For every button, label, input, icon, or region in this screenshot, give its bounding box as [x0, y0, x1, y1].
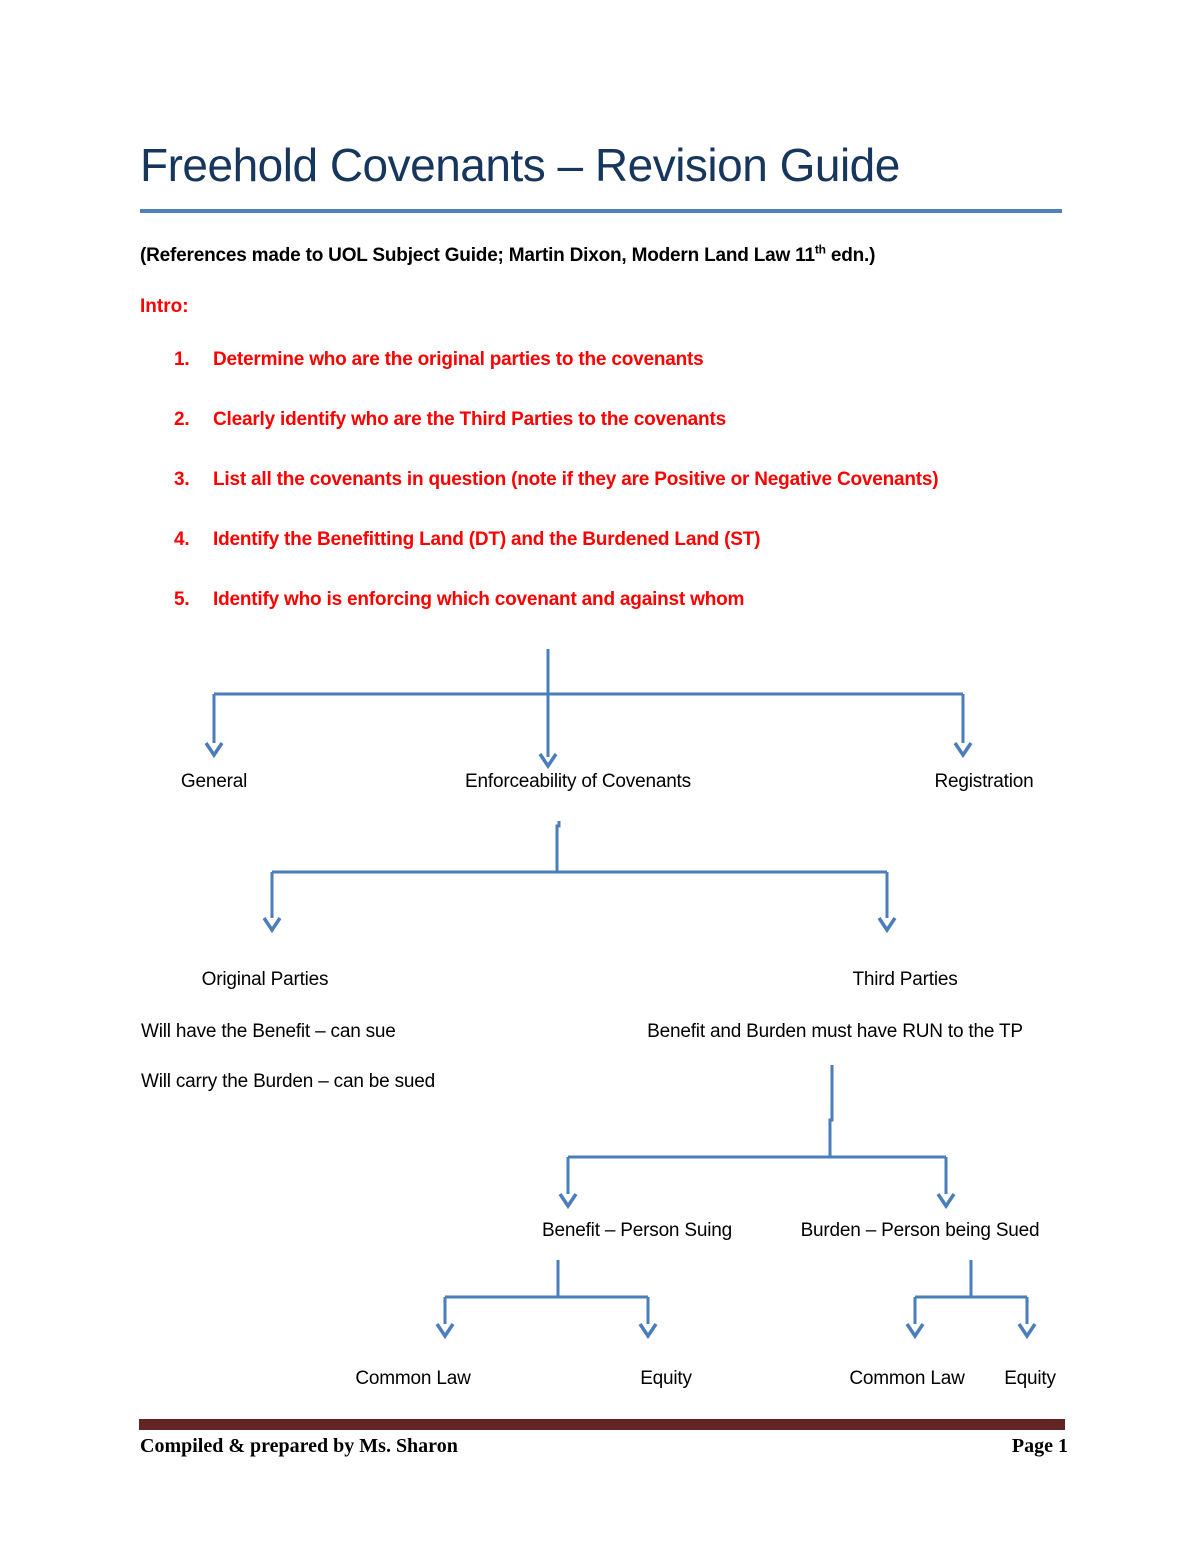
leaf-burden-equity: Equity	[1004, 1368, 1056, 1389]
intro-step-2: 2. Clearly identify who are the Third Pa…	[174, 409, 726, 431]
arrow-down-icon	[558, 1193, 578, 1210]
step-number: 4.	[174, 529, 190, 550]
node-burden-person-sued: Burden – Person being Sued	[800, 1220, 1040, 1241]
step-number: 3.	[174, 469, 190, 490]
step-number: 1.	[174, 349, 190, 370]
step-text: Identify the Benefitting Land (DT) and t…	[213, 529, 761, 550]
arrow-down-icon	[953, 742, 973, 759]
arrow-down-icon	[638, 1323, 658, 1340]
title-underline-rule	[140, 209, 1062, 213]
arrow-down-icon	[905, 1323, 925, 1340]
intro-heading: Intro:	[140, 296, 189, 317]
intro-step-4: 4. Identify the Benefitting Land (DT) an…	[174, 529, 760, 551]
run-stem-line	[828, 1065, 834, 1157]
connector-run-branches	[558, 1065, 956, 1210]
intro-step-5: 5. Identify who is enforcing which coven…	[174, 589, 744, 611]
step-number: 2.	[174, 409, 190, 430]
reference-suffix: edn.)	[825, 245, 876, 266]
node-benefit-person-suing: Benefit – Person Suing	[542, 1220, 732, 1241]
arrow-down-icon	[262, 917, 282, 934]
parties-stem-line	[555, 821, 561, 872]
arrow-down-icon	[1017, 1323, 1037, 1340]
arrow-down-icon	[538, 753, 558, 770]
note-third-run: Benefit and Burden must have RUN to the …	[647, 1021, 1023, 1042]
step-number: 5.	[174, 589, 190, 610]
arrow-down-icon	[877, 917, 897, 934]
step-text: Clearly identify who are the Third Parti…	[213, 409, 726, 430]
reference-superscript: th	[814, 242, 826, 257]
node-general: General	[180, 771, 248, 792]
leaf-benefit-common-law: Common Law	[355, 1368, 471, 1389]
reference-text: (References made to UOL Subject Guide; M…	[140, 245, 815, 266]
footer-author: Compiled & prepared by Ms. Sharon	[140, 1435, 458, 1457]
page-title: Freehold Covenants – Revision Guide	[140, 139, 900, 191]
node-third-parties: Third Parties	[852, 969, 958, 990]
intro-step-1: 1. Determine who are the original partie…	[174, 349, 704, 371]
connector-burden-leaves	[905, 1260, 1037, 1340]
step-text: List all the covenants in question (note…	[213, 469, 939, 490]
reference-note: (References made to UOL Subject Guide; M…	[140, 242, 876, 267]
connector-enforceability-to-parties	[262, 821, 897, 934]
leaf-burden-common-law: Common Law	[849, 1368, 965, 1389]
node-enforceability: Enforceability of Covenants	[465, 771, 691, 792]
step-text: Identify who is enforcing which covenant…	[213, 589, 745, 610]
arrow-down-icon	[936, 1193, 956, 1210]
arrow-down-icon	[435, 1323, 455, 1340]
footer-page-number: Page 1	[1011, 1435, 1068, 1457]
leaf-benefit-equity: Equity	[640, 1368, 692, 1389]
note-original-burden: Will carry the Burden – can be sued	[141, 1071, 435, 1092]
footer-divider-bar	[139, 1419, 1065, 1430]
intro-step-3: 3. List all the covenants in question (n…	[174, 469, 939, 491]
note-original-benefit: Will have the Benefit – can sue	[141, 1021, 396, 1042]
node-registration: Registration	[934, 771, 1034, 792]
node-original-parties: Original Parties	[201, 969, 329, 990]
step-text: Determine who are the original parties t…	[213, 349, 704, 370]
connector-benefit-leaves	[435, 1260, 658, 1340]
connector-root-branches	[204, 649, 973, 770]
arrow-down-icon	[204, 742, 224, 759]
